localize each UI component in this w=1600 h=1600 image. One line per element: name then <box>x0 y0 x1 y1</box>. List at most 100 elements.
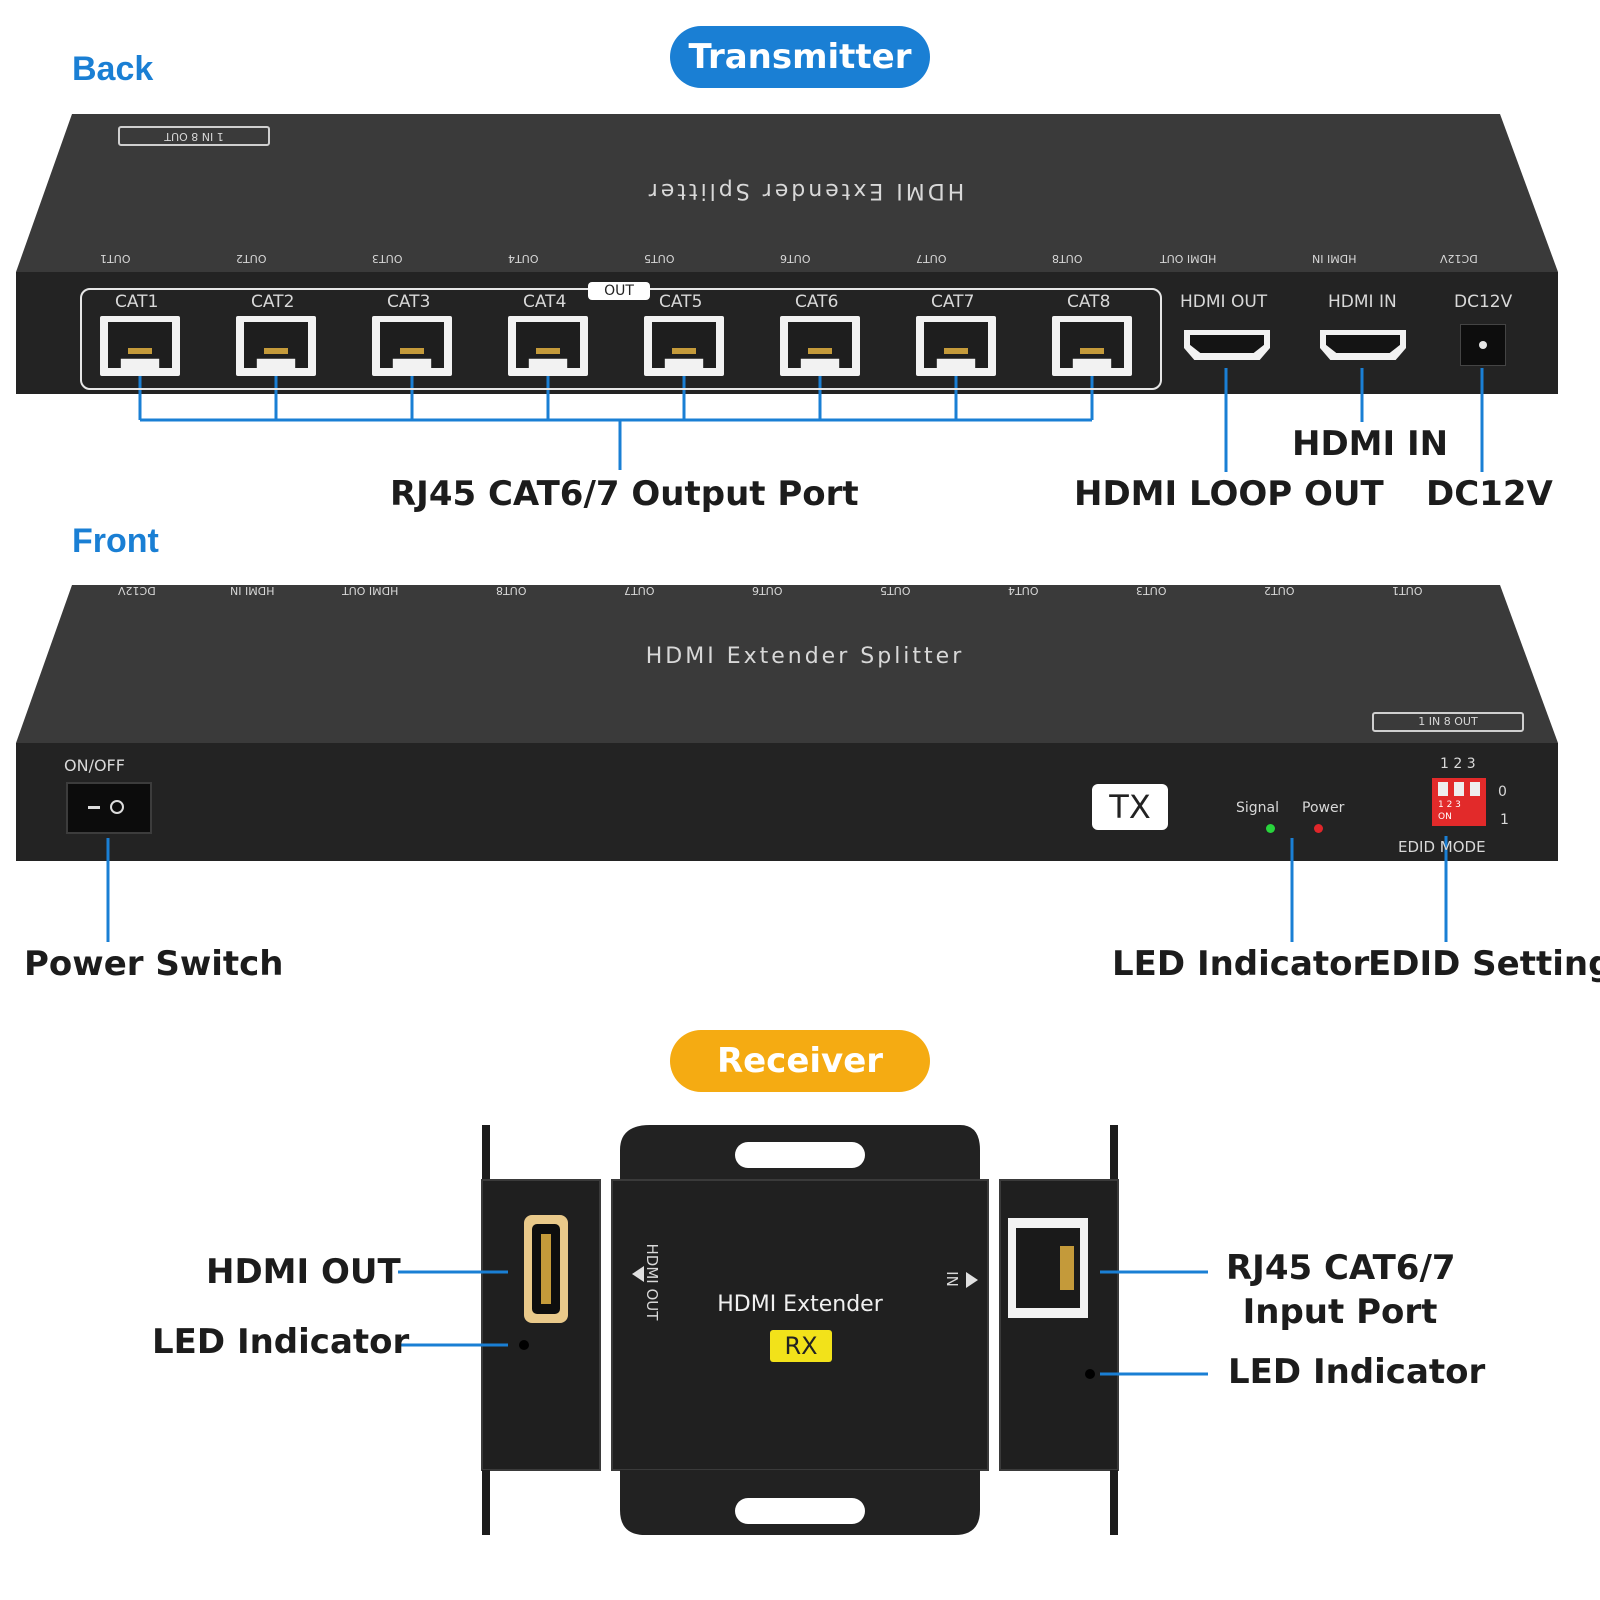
rj45-port-2[interactable] <box>236 316 316 376</box>
hdmi-in-port[interactable] <box>1320 330 1406 360</box>
f-edge-dc12v: DC12V <box>118 584 156 597</box>
dip-one-label: 1 <box>1500 812 1509 828</box>
receiver-hdmi-out-vertical: HDMI OUT <box>643 1243 661 1321</box>
dc-pin-icon <box>1479 341 1487 349</box>
f-edge-out2: OUT2 <box>1264 584 1295 597</box>
edge-out1: OUT1 <box>100 252 131 265</box>
dip-on-label: ON <box>1438 812 1452 822</box>
dip-toggle-3[interactable] <box>1470 782 1480 796</box>
dip-zero-label: 0 <box>1498 784 1507 800</box>
back-top-title: HDMI Extender Splitter <box>645 178 965 203</box>
front-top-title: HDMI Extender Splitter <box>645 644 965 669</box>
edge-out2: OUT2 <box>236 252 267 265</box>
cat3-label: CAT3 <box>387 292 431 312</box>
dc12v-jack[interactable] <box>1460 324 1506 366</box>
f-edge-hdmi-in: HDMI IN <box>230 584 275 597</box>
rx-badge: RX <box>770 1330 832 1362</box>
dip-numbers: 1 2 3 <box>1440 756 1476 772</box>
receiver-device-title: HDMI Extender <box>717 1292 883 1317</box>
front-top-badge: 1 IN 8 OUT <box>1372 712 1524 732</box>
callout-receiver-hdmi-out: HDMI OUT <box>206 1252 401 1292</box>
cat7-label: CAT7 <box>931 292 975 312</box>
out-group-label: OUT <box>588 282 650 300</box>
f-edge-out4: OUT4 <box>1008 584 1039 597</box>
front-callout-lines <box>106 836 1448 942</box>
edge-out7: OUT7 <box>916 252 947 265</box>
front-unit-face <box>16 743 1558 861</box>
cat8-label: CAT8 <box>1067 292 1111 312</box>
power-switch[interactable] <box>66 782 152 834</box>
receiver-pill: Receiver <box>670 1030 930 1092</box>
switch-on-mark-icon <box>88 806 100 809</box>
rj45-port-8[interactable] <box>1052 316 1132 376</box>
edid-dip-switch[interactable]: 1 2 3 ON <box>1432 778 1486 826</box>
edge-out4: OUT4 <box>508 252 539 265</box>
f-edge-out6: OUT6 <box>752 584 783 597</box>
power-label: Power <box>1302 800 1345 816</box>
edge-out8: OUT8 <box>1052 252 1083 265</box>
rj45-port-1[interactable] <box>100 316 180 376</box>
front-unit-top <box>16 585 1558 743</box>
hdmi-out-port-label: HDMI OUT <box>1180 292 1268 312</box>
signal-label: Signal <box>1236 800 1280 816</box>
dip-toggle-1[interactable] <box>1438 782 1448 796</box>
section-label-back: Back <box>72 50 154 88</box>
edge-out6: OUT6 <box>780 252 811 265</box>
callout-rj45-input-line1: RJ45 CAT6/7 <box>1226 1248 1456 1288</box>
f-edge-out1: OUT1 <box>1392 584 1423 597</box>
transmitter-pill: Transmitter <box>670 26 930 88</box>
power-led <box>1314 824 1323 833</box>
cat2-label: CAT2 <box>251 292 295 312</box>
f-edge-out3: OUT3 <box>1136 584 1167 597</box>
switch-off-mark-icon <box>110 800 124 814</box>
f-edge-out8: OUT8 <box>496 584 527 597</box>
onoff-label: ON/OFF <box>64 756 125 775</box>
callout-hdmi-loop-out: HDMI LOOP OUT <box>1074 474 1384 514</box>
receiver-led-left <box>519 1340 529 1350</box>
back-top-badge: 1 IN 8 OUT <box>118 126 270 146</box>
rj45-port-4[interactable] <box>508 316 588 376</box>
receiver-led-right <box>1085 1369 1095 1379</box>
back-top-edge-labels: OUT1 OUT2 OUT3 OUT4 OUT5 OUT6 OUT7 OUT8 … <box>100 252 1540 268</box>
hdmi-in-port-label: HDMI IN <box>1328 292 1397 312</box>
rj45-port-3[interactable] <box>372 316 452 376</box>
hdmi-out-port[interactable] <box>1184 330 1270 360</box>
dip-toggle-2[interactable] <box>1454 782 1464 796</box>
dip-inner-numbers: 1 2 3 <box>1438 800 1461 810</box>
rj45-callout-lines <box>138 368 1484 472</box>
back-unit-top <box>16 114 1558 272</box>
receiver-top-face <box>611 1179 989 1471</box>
section-label-front: Front <box>72 522 159 560</box>
callout-receiver-led-left: LED Indicator <box>152 1322 410 1362</box>
f-edge-out5: OUT5 <box>880 584 911 597</box>
callout-front-led: LED Indicator <box>1112 944 1370 984</box>
callout-receiver-led-right: LED Indicator <box>1228 1352 1486 1392</box>
cat5-label: CAT5 <box>659 292 703 312</box>
cat1-label: CAT1 <box>115 292 159 312</box>
edge-out3: OUT3 <box>372 252 403 265</box>
rj45-port-7[interactable] <box>916 316 996 376</box>
edge-out5: OUT5 <box>644 252 675 265</box>
arrow-right-icon <box>966 1272 978 1288</box>
cat6-label: CAT6 <box>795 292 839 312</box>
callout-hdmi-in: HDMI IN <box>1292 424 1449 464</box>
front-top-edge-labels: DC12V HDMI IN HDMI OUT OUT8 OUT7 OUT6 OU… <box>118 584 1458 600</box>
edge-dc12v: DC12V <box>1440 252 1478 265</box>
rj45-port-6[interactable] <box>780 316 860 376</box>
f-edge-out7: OUT7 <box>624 584 655 597</box>
dc12v-port-label: DC12V <box>1454 292 1513 312</box>
f-edge-hdmi-out: HDMI OUT <box>342 584 399 597</box>
tx-badge: TX <box>1092 784 1168 830</box>
cat4-label: CAT4 <box>523 292 567 312</box>
callout-edid-setting: EDID Setting <box>1368 944 1600 984</box>
edge-hdmi-in: HDMI IN <box>1312 252 1357 265</box>
rj45-port-5[interactable] <box>644 316 724 376</box>
callout-rj45-input-line2: Input Port <box>1242 1292 1438 1332</box>
receiver-callout-lines <box>398 1270 1208 1376</box>
callout-rj45-output: RJ45 CAT6/7 Output Port <box>390 474 859 514</box>
callout-dc12v: DC12V <box>1426 474 1553 514</box>
arrow-left-icon <box>632 1266 644 1282</box>
receiver-in-vertical: IN <box>942 1271 961 1287</box>
callout-power-switch: Power Switch <box>24 944 284 984</box>
edid-mode-label: EDID MODE <box>1398 838 1486 856</box>
